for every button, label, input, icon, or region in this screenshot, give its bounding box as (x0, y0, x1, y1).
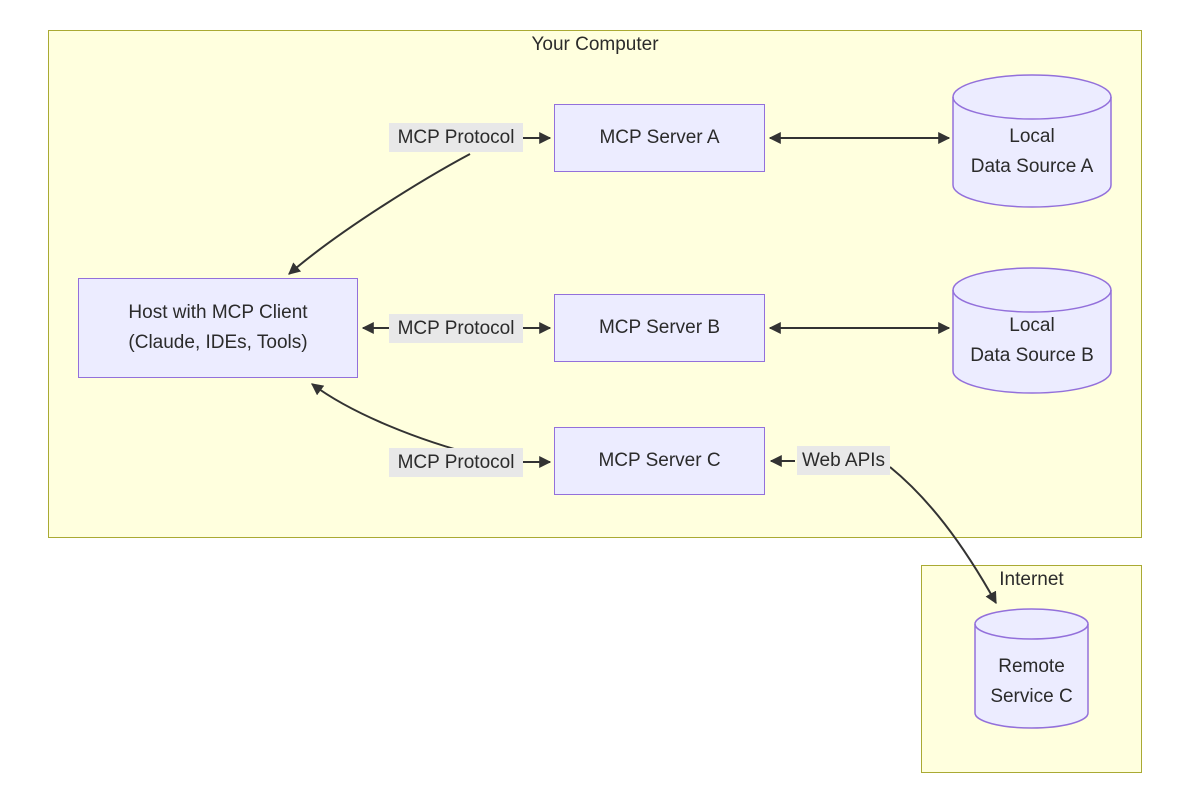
mcp-server-c-label: MCP Server C (598, 450, 721, 471)
data-source-b-line1: Local (1009, 315, 1055, 336)
remote-service-c-line1: Remote (998, 656, 1065, 677)
host-label-line2: (Claude, IDEs, Tools) (128, 332, 308, 353)
edge-label-mcp-protocol-b: MCP Protocol (389, 314, 523, 343)
edge-label-mcp-protocol-c: MCP Protocol (389, 448, 523, 477)
edge-label-web-apis: Web APIs (797, 446, 890, 475)
mcp-server-a-node: MCP Server A (554, 104, 765, 172)
data-source-b-line2: Data Source B (970, 345, 1094, 366)
data-source-b-label: Local Data Source B (953, 311, 1111, 371)
host-node: Host with MCP Client (Claude, IDEs, Tool… (78, 278, 358, 378)
mcp-server-b-node: MCP Server B (554, 294, 765, 362)
remote-service-c-label: Remote Service C (975, 652, 1088, 712)
mcp-server-c-node: MCP Server C (554, 427, 765, 495)
host-label-line1: Host with MCP Client (128, 302, 308, 323)
remote-service-c-line2: Service C (990, 686, 1073, 707)
mcp-server-a-label: MCP Server A (599, 127, 720, 148)
data-source-a-label: Local Data Source A (953, 122, 1111, 182)
data-source-a-line1: Local (1009, 126, 1055, 147)
internet-title: Internet (999, 569, 1064, 590)
edge-label-mcp-protocol-a: MCP Protocol (389, 123, 523, 152)
mcp-server-b-label: MCP Server B (598, 317, 721, 338)
data-source-a-line2: Data Source A (970, 156, 1094, 177)
your-computer-title: Your Computer (531, 34, 659, 55)
